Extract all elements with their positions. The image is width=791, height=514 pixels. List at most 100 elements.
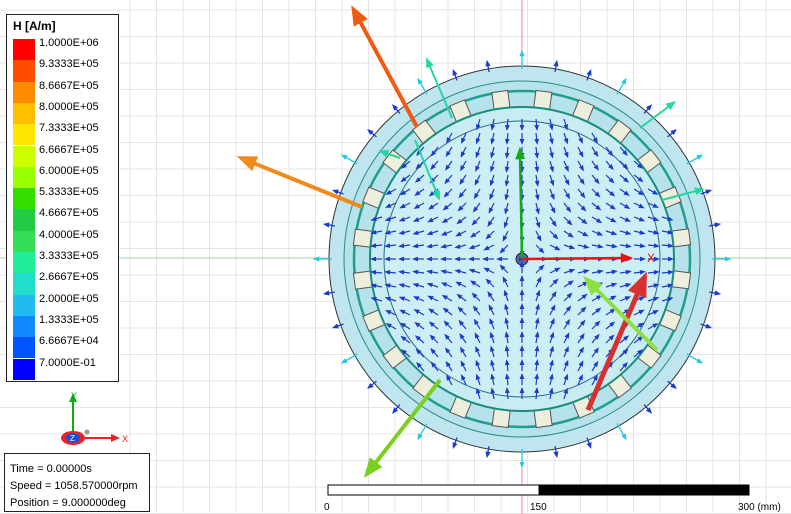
- field-vector: [443, 320, 453, 330]
- field-vector: [667, 380, 677, 390]
- field-vector: [412, 269, 425, 275]
- field-vector: [485, 230, 495, 240]
- field-vector: [577, 319, 586, 330]
- field-vector: [619, 361, 628, 372]
- field-vector: [490, 373, 496, 386]
- field-vector: [619, 269, 632, 275]
- field-vector: [577, 374, 583, 386]
- field-vector: [400, 335, 411, 344]
- field-vector: [459, 333, 467, 344]
- field-vector: [399, 202, 411, 209]
- field-vector: [605, 308, 616, 316]
- field-vector: [549, 304, 556, 316]
- field-vector: [470, 280, 481, 288]
- scale-label-300: 300 (mm): [738, 502, 781, 513]
- field-vector: [385, 310, 397, 316]
- field-vector: [455, 230, 467, 237]
- legend-swatch: [13, 358, 35, 380]
- field-vector: [475, 146, 481, 159]
- high-field-arrows: [236, 5, 705, 478]
- field-vector: [474, 174, 481, 186]
- field-vector: [633, 202, 645, 209]
- field-vector: [619, 296, 632, 302]
- field-vector: [417, 423, 428, 441]
- field-vector: [445, 160, 453, 171]
- field-vector: [472, 202, 481, 213]
- high-field-arrow: [639, 101, 676, 129]
- field-vector: [489, 188, 495, 201]
- simulation-info-box: Time = 0.00000s Speed = 1058.570000rpm P…: [4, 453, 150, 512]
- field-vector: [427, 216, 439, 223]
- field-vector: [384, 283, 397, 289]
- field-vector: [430, 146, 439, 157]
- legend-value: 2.6667E+05: [39, 271, 99, 284]
- field-vector: [700, 323, 713, 329]
- field-vector: [563, 216, 573, 226]
- field-vector: [577, 188, 586, 199]
- field-vector: [413, 309, 425, 316]
- field-vector: [455, 281, 467, 288]
- field-vector: [549, 230, 559, 240]
- field-vector: [591, 333, 600, 344]
- axis-triad: Y X Z: [61, 391, 128, 445]
- field-vector: [458, 319, 467, 330]
- field-vector: [549, 331, 555, 344]
- legend-swatch: [13, 337, 35, 359]
- field-vector: [440, 269, 453, 275]
- field-vector: [633, 216, 646, 222]
- field-vector: [643, 104, 653, 114]
- field-vector: [441, 294, 453, 302]
- field-vector: [647, 216, 660, 222]
- field-vector: [591, 347, 599, 358]
- field-vector: [549, 188, 555, 201]
- field-vector: [399, 309, 411, 316]
- field-vector: [577, 216, 588, 225]
- field-vector: [504, 132, 510, 145]
- field-vector: [616, 77, 627, 95]
- field-vector: [534, 317, 540, 330]
- field-vector: [563, 160, 569, 173]
- field-vector: [458, 188, 467, 199]
- field-vector: [661, 216, 674, 222]
- field-vector: [503, 289, 509, 302]
- legend-value: 6.6667E+05: [39, 143, 99, 156]
- field-vector: [661, 296, 674, 302]
- field-vector: [490, 345, 495, 358]
- field-vector: [427, 295, 439, 302]
- field-vector: [633, 174, 644, 183]
- field-vector: [322, 222, 335, 228]
- field-vector: [331, 189, 344, 195]
- field-vector: [577, 346, 584, 358]
- field-vector: [399, 188, 411, 196]
- field-vector: [487, 216, 495, 227]
- field-vector: [415, 348, 425, 358]
- field-vector: [619, 202, 631, 209]
- field-vector: [534, 345, 540, 358]
- field-vector: [444, 174, 453, 185]
- field-vector: [426, 282, 439, 288]
- field-vector: [475, 387, 481, 400]
- field-vector: [633, 243, 646, 249]
- legend-swatch: [13, 188, 35, 210]
- field-vector: [504, 373, 510, 386]
- field-vector: [471, 216, 481, 226]
- field-vector: [549, 291, 557, 302]
- field-vector: [577, 174, 585, 185]
- field-vector: [459, 174, 467, 185]
- field-vector: [548, 118, 554, 131]
- field-vector: [473, 318, 481, 330]
- field-vector: [549, 160, 554, 173]
- field-vector: [549, 267, 561, 274]
- field-vector: [591, 202, 602, 211]
- legend-value: 4.0000E+05: [39, 228, 99, 241]
- field-vector: [548, 132, 554, 145]
- field-vector: [440, 230, 453, 236]
- field-vector: [591, 230, 604, 236]
- speed-readout: Speed = 1058.570000rpm: [10, 480, 138, 492]
- field-vector: [490, 359, 495, 372]
- field-vector: [391, 104, 401, 114]
- field-vector: [647, 283, 660, 289]
- field-vector: [445, 360, 453, 372]
- field-vector: [475, 118, 481, 131]
